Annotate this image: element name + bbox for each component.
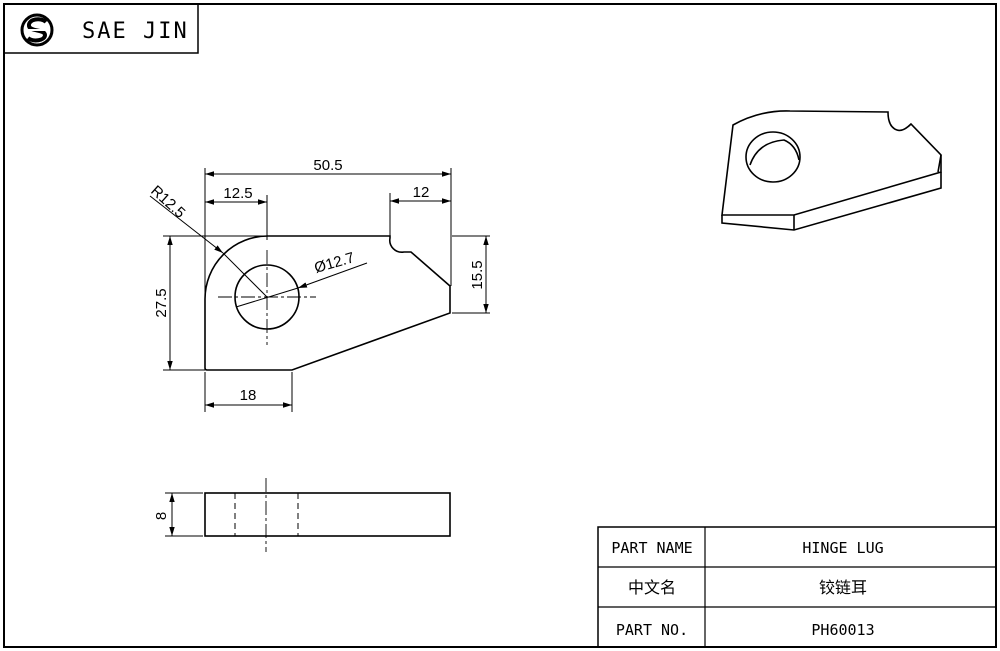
chinese-name-value: 铰链耳 <box>819 578 867 597</box>
dim-height: 27.5 <box>153 288 170 317</box>
dim-bottom-flat: 18 <box>240 387 257 404</box>
diameter-leader-through <box>235 287 299 308</box>
front-view: 50.5 12.5 12 27.5 15.5 18 R12.5 Ø12.7 <box>147 157 490 412</box>
iso-top-face <box>721 110 942 216</box>
iso-edge <box>937 154 942 173</box>
iso-hole <box>745 131 801 183</box>
dim-hole-diameter: Ø12.7 <box>312 249 356 277</box>
diameter-leader <box>297 262 368 289</box>
iso-side-face <box>721 172 942 231</box>
dim-corner-radius: R12.5 <box>147 182 188 221</box>
dim-overall-width: 50.5 <box>313 157 342 174</box>
side-view: 8 <box>153 478 451 552</box>
chinese-name-label: 中文名 <box>628 578 676 597</box>
isometric-view <box>721 110 942 231</box>
dim-right-height: 15.5 <box>469 260 486 289</box>
part-name-label: PART NAME <box>611 539 692 557</box>
dim-thickness: 8 <box>153 512 170 520</box>
brand-name: SAE JIN <box>82 19 189 44</box>
sae-jin-logo-icon <box>20 13 54 47</box>
dim-left-flat: 12.5 <box>223 185 252 202</box>
title-block: PART NAME HINGE LUG 中文名 铰链耳 PART NO. PH6… <box>597 526 997 648</box>
dim-right-flat: 12 <box>413 184 430 201</box>
part-outline <box>204 235 451 371</box>
sheet-border <box>3 3 997 648</box>
side-outline <box>204 492 451 537</box>
brand-box <box>3 3 199 54</box>
iso-hole-inner <box>749 139 800 166</box>
brand-block: SAE JIN <box>3 3 199 54</box>
title-block-frame <box>597 526 997 648</box>
part-no-value: PH60013 <box>811 621 874 639</box>
radius-leader <box>149 195 224 254</box>
radius-leader-inner <box>222 252 268 298</box>
part-no-label: PART NO. <box>616 621 688 639</box>
part-name-value: HINGE LUG <box>802 539 883 557</box>
